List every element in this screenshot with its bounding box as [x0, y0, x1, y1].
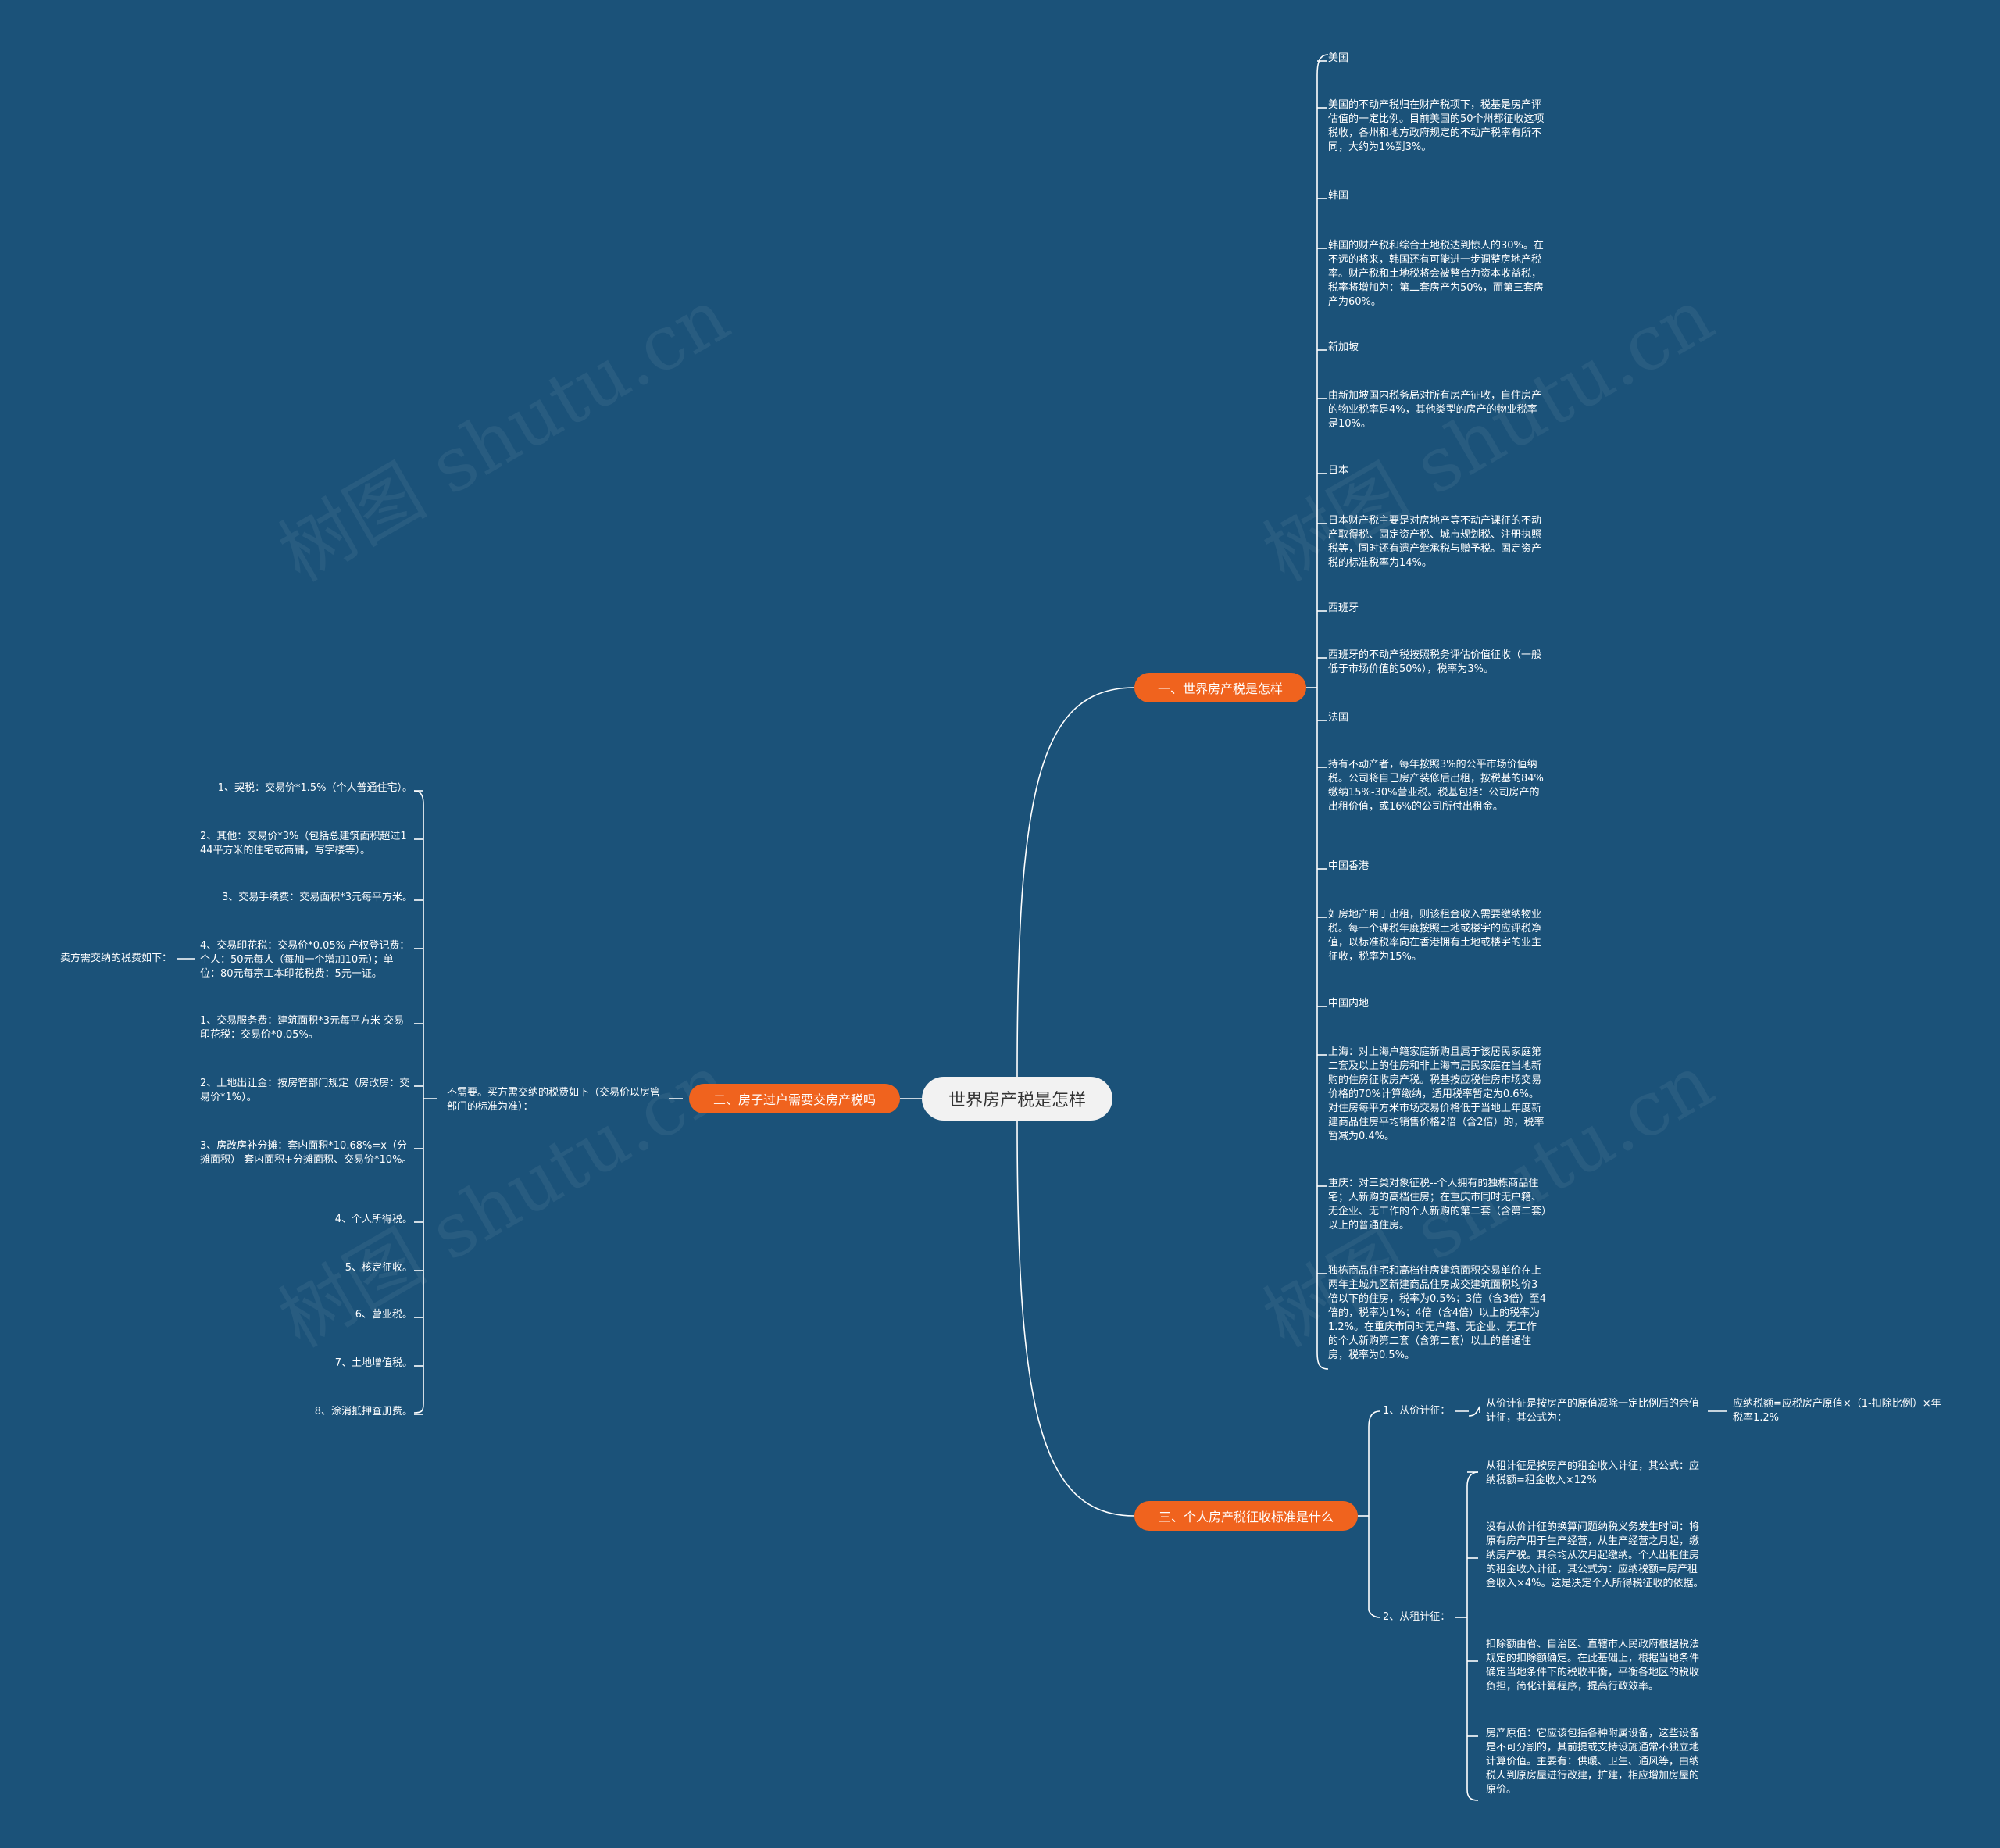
country-label-6: 日本 [1328, 465, 1349, 477]
root-node[interactable]: 世界房产税是怎样 [922, 1077, 1112, 1121]
country-label-10: 法国 [1328, 712, 1349, 724]
country-label-14: 中国内地 [1328, 998, 1370, 1010]
country-desc-11: 持有不动产者，每年按照3%的公平市场价值纳税。公司将自己房产装修后出租，按税基的… [1328, 759, 1544, 813]
country-desc-1: 美国的不动产税归在财产税项下，税基是房产评估值的一定比例。目前美国的50个州都征… [1328, 99, 1545, 153]
country-desc-5: 由新加坡国内税务局对所有房产征收，自住房产的物业税率是4%，其他类型的房产的物业… [1328, 390, 1542, 430]
ad-valorem-desc: 从价计征是按房产的原值减除一定比例后的余值计征，其公式为： [1486, 1398, 1700, 1424]
fee-item-9: 6、营业税。 [355, 1309, 412, 1321]
rental-item-2: 扣除额由省、自治区、直辖市人民政府根据税法规定的扣除额确定。在此基础上，根据当地… [1486, 1639, 1700, 1693]
fee-item-4: 1、交易服务费：建筑面积*3元每平方米 交易印花税：交易价*0.05%。 [200, 1015, 405, 1041]
buyer-fees-note: 不需要。买方需交纳的税费如下（交易价以房管部门的标准为准）： [447, 1087, 661, 1113]
seller-fees-label: 卖方需交纳的税费如下： [59, 953, 172, 964]
rental-item-1: 没有从价计征的换算问题纳税义务发生时间：将原有房产用于生产经营，从生产经营之月起… [1486, 1521, 1704, 1589]
fee-item-11: 8、涂消抵押查册费。 [314, 1406, 412, 1417]
region-desc-17: 独栋商品住宅和高档住房建筑面积交易单价在上两年主城九区新建商品住房成交建筑面积均… [1328, 1265, 1546, 1361]
country-label-4: 新加坡 [1328, 341, 1359, 353]
ad-valorem-formula: 应纳税额=应税房产原值×（1-扣除比例）×年税率1.2% [1733, 1398, 1941, 1424]
region-desc-16: 重庆：对三类对象征税--个人拥有的独栋商品住宅；人新购的高档住房；在重庆市同时无… [1328, 1178, 1547, 1231]
ad-valorem-label: 1、从价计征： [1383, 1405, 1451, 1417]
country-desc-9: 西班牙的不动产税按照税务评估价值征收（一般低于市场价值的50%），税率为3%。 [1328, 649, 1542, 675]
rental-label: 2、从租计征： [1383, 1611, 1451, 1623]
country-desc-7: 日本财产税主要是对房地产等不动产课征的不动产取得税、固定资产税、城市规划税、注册… [1328, 515, 1542, 569]
country-label-12: 中国香港 [1328, 860, 1370, 872]
rental-item-3: 房产原值：它应该包括各种附属设备，这些设备是不可分割的，其前提或支持设施通常不独… [1486, 1728, 1700, 1796]
country-label-2: 韩国 [1328, 190, 1349, 202]
country-label-0: 美国 [1328, 52, 1349, 64]
fee-item-10: 7、土地增值税。 [334, 1357, 412, 1369]
country-label-8: 西班牙 [1328, 602, 1359, 614]
branch-transfer-tax[interactable]: 二、房子过户需要交房产税吗 [689, 1084, 900, 1113]
country-desc-13: 如房地产用于出租，则该租金收入需要缴纳物业税。每一个课税年度按照土地或楼宇的应评… [1328, 909, 1542, 963]
fee-item-3: 4、交易印花税：交易价*0.05% 产权登记费：个人：50元每人（每加一个增加1… [200, 940, 410, 980]
fee-item-5: 2、土地出让金：按房管部门规定（房改房：交易价*1%）。 [200, 1078, 410, 1103]
fee-item-0: 1、契税：交易价*1.5%（个人普通住宅）。 [217, 782, 412, 794]
rental-item-0: 从租计征是按房产的租金收入计征，其公式：应纳税额=租金收入×12% [1486, 1460, 1700, 1486]
branch-world-property-tax[interactable]: 一、世界房产税是怎样 [1134, 673, 1306, 702]
region-desc-15: 上海：对上海户籍家庭新购且属于该居民家庭第二套及以上的住房和非上海市居民家庭在当… [1328, 1046, 1545, 1142]
branch-personal-tax-standard[interactable]: 三、个人房产税征收标准是什么 [1134, 1501, 1358, 1531]
fee-item-8: 5、核定征收。 [345, 1262, 412, 1274]
fee-item-2: 3、交易手续费：交易面积*3元每平方米。 [221, 892, 412, 903]
fee-item-1: 2、其他：交易价*3%（包括总建筑面积超过144平方米的住宅或商铺，写字楼等）。 [200, 831, 407, 856]
country-desc-3: 韩国的财产税和综合土地税达到惊人的30%。在不远的将来，韩国还有可能进一步调整房… [1328, 240, 1544, 308]
fee-item-7: 4、个人所得税。 [334, 1214, 412, 1225]
fee-item-6: 3、房改房补分摊：套内面积*10.68%=x（分摊面积） 套内面积+分摊面积、交… [200, 1140, 412, 1166]
